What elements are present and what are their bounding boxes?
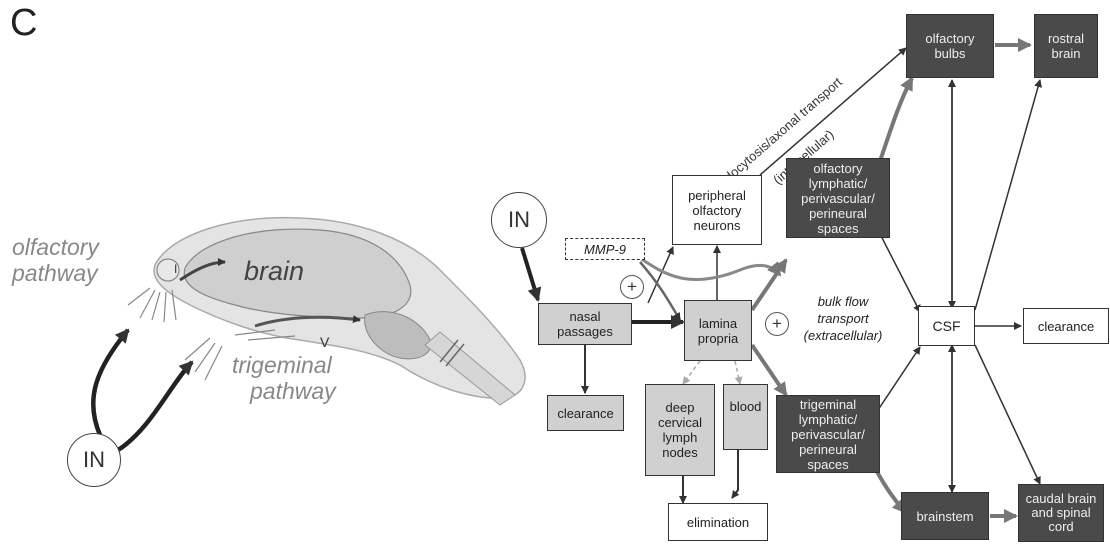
arrow-mmp9-curve <box>639 256 782 282</box>
olfactory-pathway-label-line1: olfactory <box>12 234 99 260</box>
extracellular-label: (extracellular) <box>803 327 883 343</box>
plus-sign-lower: + <box>765 312 789 336</box>
olfactory-pathway-label-line2: pathway <box>12 260 98 286</box>
olfactory-bulb-shape <box>156 258 180 282</box>
bulk-flow-label-line2: transport <box>817 310 869 326</box>
brain-label: brain <box>244 256 305 286</box>
spinal-cut-mark-2 <box>445 343 465 367</box>
anatomy-sketch <box>91 216 526 452</box>
arrow-lamina-to-blood <box>734 360 743 385</box>
arrow-nasal-to-neurons <box>647 246 674 304</box>
arrow-olfactory-spaces-to-csf <box>877 229 921 313</box>
plus-sign-upper: + <box>620 275 644 299</box>
brainstem-box: brainstem <box>901 492 989 540</box>
flow-in-circle: IN <box>491 192 547 248</box>
olfactory-spaces-box: olfactory lymphatic/ perivascular/ perin… <box>786 158 890 238</box>
olfactory-bulbs-box: olfactory bulbs <box>906 14 994 78</box>
arrow-lamina-to-olfactory-spaces <box>750 258 788 312</box>
blood-box: blood <box>723 384 768 450</box>
cerebellum-shape <box>364 311 432 360</box>
olfactory-path-curve <box>179 258 226 282</box>
arrow-neurons-to-bulbs <box>759 47 907 176</box>
arrow-blood-to-elimination <box>731 450 740 499</box>
anatomy-in-circle: IN <box>67 433 121 487</box>
mmp9-label: MMP-9 <box>565 238 645 260</box>
elimination-box: elimination <box>668 503 768 541</box>
clearance-left-box: clearance <box>547 395 624 431</box>
nasal-passages-box: nasal passages <box>538 303 632 345</box>
panel-label: C <box>10 2 38 44</box>
flow-arrows <box>520 38 1042 523</box>
cranial-nerve-i-label: I <box>174 262 178 276</box>
clearance-right-box: clearance <box>1023 308 1109 344</box>
trigeminal-spaces-box: trigeminal lymphatic/ perivascular/ peri… <box>776 395 880 473</box>
trigeminal-pathway-label-line2: pathway <box>250 378 336 404</box>
arrow-csf-to-rostral <box>974 79 1042 311</box>
brain-shape <box>183 228 412 319</box>
arrow-trigeminal-spaces-to-csf <box>877 346 921 411</box>
arrow-lamina-to-trigeminal-spaces <box>750 343 788 397</box>
rostral-brain-box: rostral brain <box>1034 14 1098 78</box>
peripheral-olfactory-neurons-box: peripheral olfactory neurons <box>672 175 762 245</box>
trigeminal-pathway-label-line1: trigeminal <box>232 352 332 378</box>
bulk-flow-label-line1: bulk flow <box>817 293 869 309</box>
arrow-mmp9-lower <box>639 261 682 321</box>
anatomy-in-to-olfactory-arrow <box>91 328 130 436</box>
lamina-propria-box: lamina propria <box>684 300 752 361</box>
trigeminal-path-curve <box>254 315 361 328</box>
deep-cervical-lymph-nodes-box: deep cervical lymph nodes <box>645 384 715 476</box>
anatomy-in-to-trigeminal-arrow <box>116 360 194 452</box>
spinal-cut-mark-1 <box>439 339 459 363</box>
olfactory-nerve-fibers <box>127 287 177 323</box>
arrow-csf-to-caudal <box>974 344 1041 485</box>
csf-box: CSF <box>918 306 975 346</box>
caudal-brain-spinal-cord-box: caudal brain and spinal cord <box>1018 484 1104 542</box>
bulk-flow-label: bulk flow transport (extracellular) <box>790 283 896 353</box>
arrow-lamina-to-deep-cervical <box>682 360 701 385</box>
trigeminal-nerve-fibers <box>184 329 296 381</box>
cranial-nerve-v-label: V <box>320 334 330 350</box>
spinal-cord-shape <box>424 331 516 406</box>
arrow-in-to-nasal <box>520 247 542 302</box>
